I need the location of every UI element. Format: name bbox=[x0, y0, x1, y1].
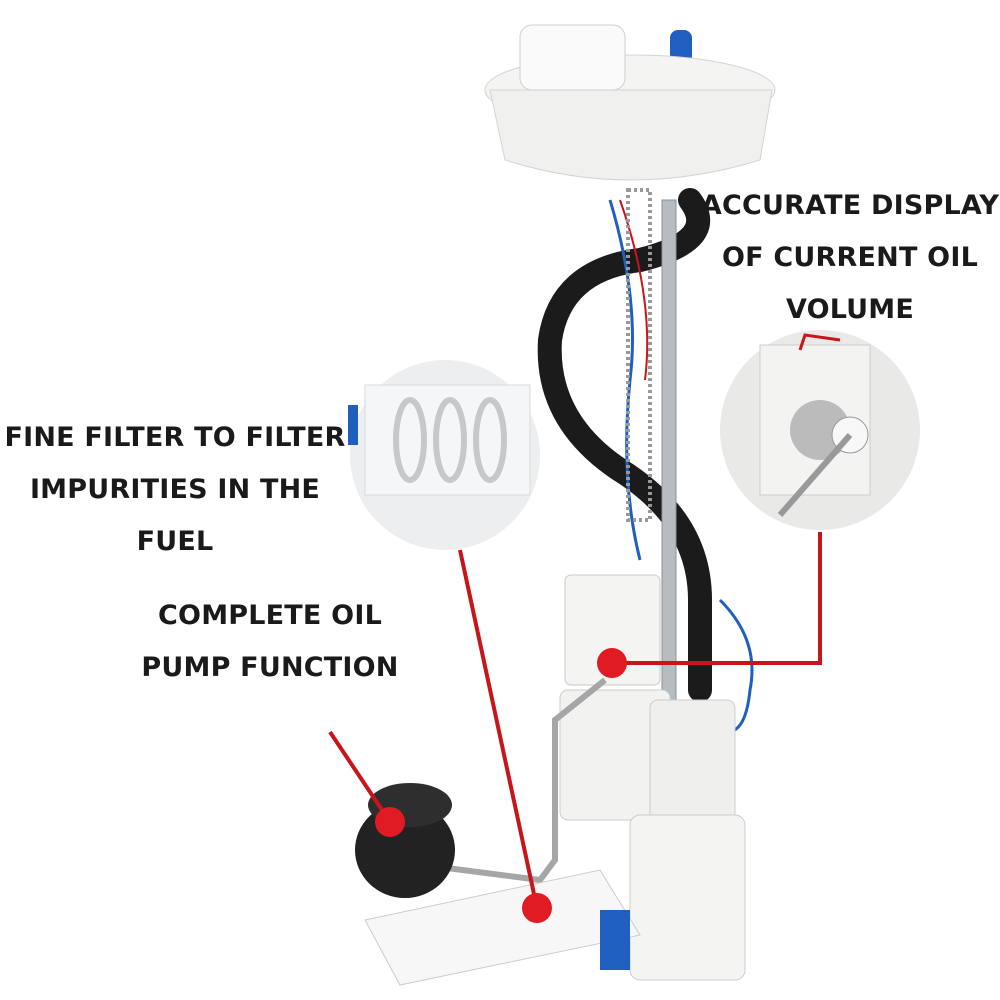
marker-dot-filter bbox=[522, 893, 552, 923]
label-fine-filter: FINE FILTER TO FILTER IMPURITIES IN THE … bbox=[0, 412, 350, 568]
label-line: IMPURITIES IN THE FUEL bbox=[29, 474, 321, 557]
label-line: PUMP FUNCTION bbox=[141, 652, 399, 683]
pump-body bbox=[559, 689, 746, 981]
filter-detail-circle bbox=[348, 360, 540, 550]
rod bbox=[661, 199, 677, 761]
float-arm bbox=[399, 677, 607, 884]
label-line: COMPLETE OIL bbox=[158, 600, 382, 631]
callout-connectors bbox=[328, 532, 822, 909]
level-sender bbox=[564, 574, 661, 686]
pump-flange bbox=[484, 24, 776, 181]
marker-dot-sender bbox=[597, 648, 627, 678]
label-line: FINE FILTER TO FILTER bbox=[4, 422, 346, 453]
marker-dot-float bbox=[375, 807, 405, 837]
label-complete-pump: COMPLETE OIL PUMP FUNCTION bbox=[130, 590, 410, 694]
spring bbox=[626, 188, 652, 522]
float bbox=[355, 783, 455, 898]
filter-sock bbox=[364, 869, 641, 986]
label-line: OF CURRENT OIL bbox=[722, 242, 978, 273]
label-line: VOLUME bbox=[785, 294, 915, 325]
label-accurate-display: ACCURATE DISPLAY OF CURRENT OIL VOLUME bbox=[700, 180, 1000, 336]
sender-detail-circle bbox=[720, 330, 920, 530]
label-line: ACCURATE DISPLAY bbox=[700, 190, 1000, 221]
